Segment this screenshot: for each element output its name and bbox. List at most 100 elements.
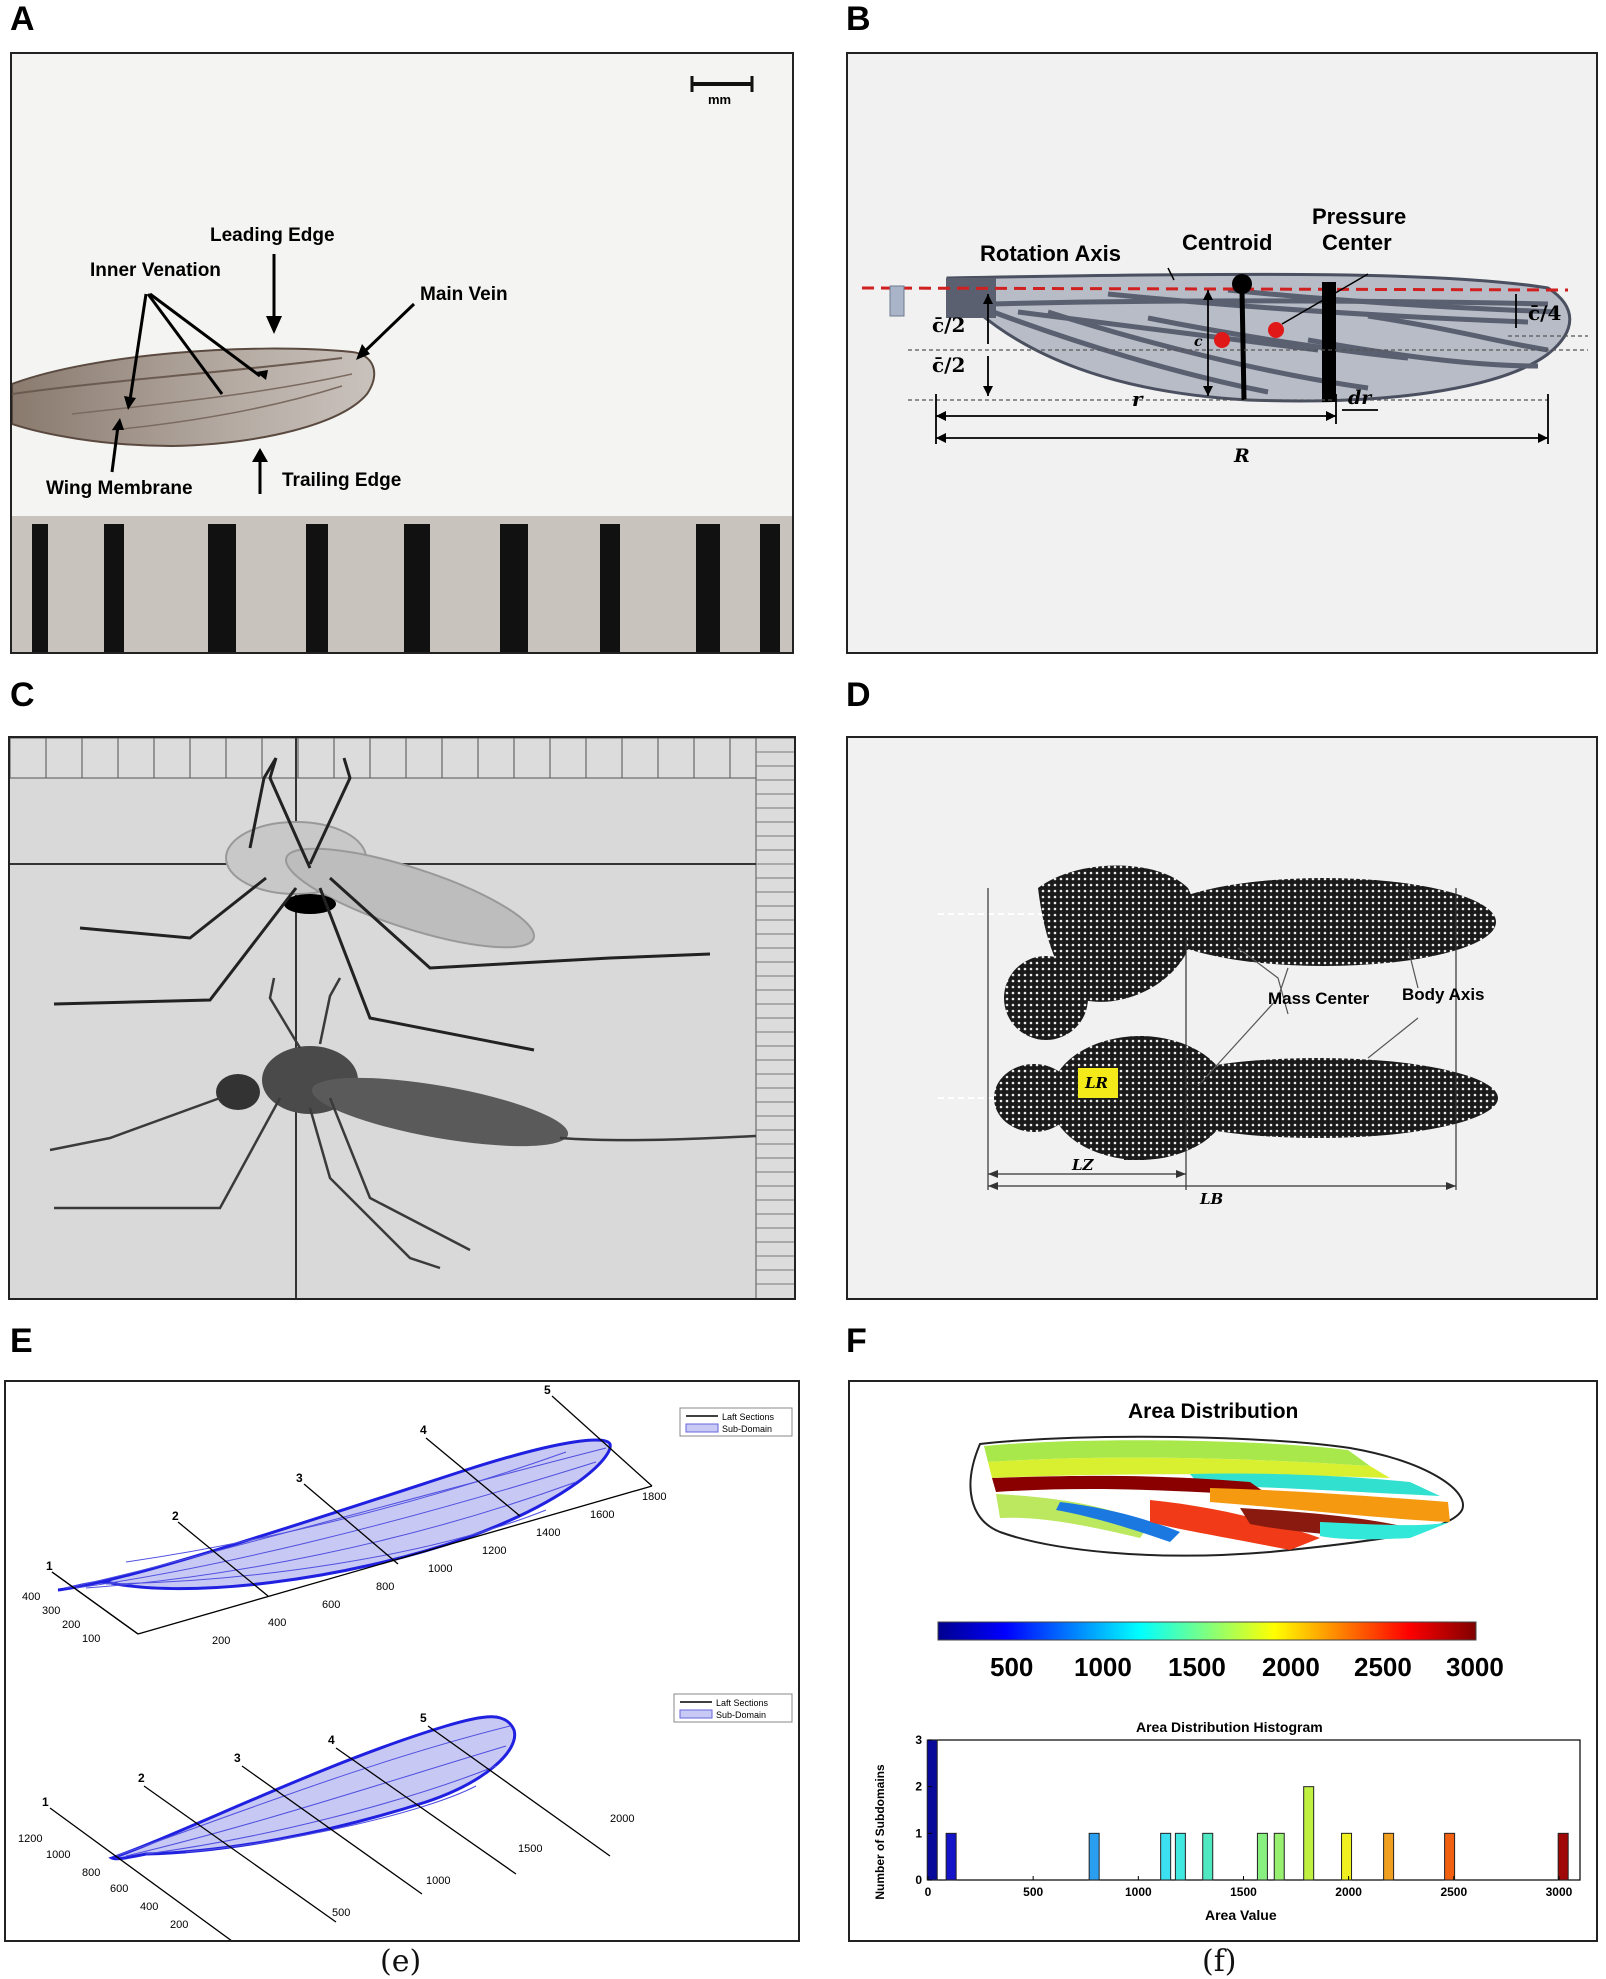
caption-e: (e) [380, 1944, 422, 1979]
histogram-ylabel: Number of Subdomains [873, 1764, 887, 1900]
panel-f-area-distribution: Area Distribution [848, 1380, 1598, 1942]
trailing-edge-label: Trailing Edge [282, 470, 401, 491]
histogram-bar-9 [1341, 1832, 1353, 1881]
top-section-4: 4 [420, 1423, 427, 1437]
histogram-bar-2 [1088, 1832, 1100, 1881]
loft-section-plots: Laft Sections Sub-Domain 1 2 3 [18, 1383, 793, 1940]
panel-letter-f: F [846, 1322, 867, 1360]
histogram-xlabel: Area Value [1205, 1907, 1277, 1923]
centroid-label: Centroid [1182, 230, 1272, 255]
c-quarter-label: c̄/4 [1528, 301, 1561, 325]
histogram-frame [927, 1739, 1581, 1881]
top-ytick-100: 100 [82, 1633, 100, 1645]
bottom-ytick-200: 200 [170, 1919, 188, 1931]
panel-c-mosquito [8, 736, 796, 1300]
top-xtick-1200: 1200 [482, 1545, 506, 1557]
top-ytick-400: 400 [22, 1591, 40, 1603]
histogram-ytick-3: 3 [915, 1733, 922, 1747]
top-ytick-200: 200 [62, 1619, 80, 1631]
histogram-ytick-2: 2 [915, 1780, 922, 1794]
wing-membrane-label: Wing Membrane [46, 478, 193, 499]
bottom-ytick-600: 600 [110, 1883, 128, 1895]
histogram-bar-4 [1174, 1832, 1186, 1881]
top-xtick-800: 800 [376, 1581, 394, 1593]
inner-venation-label: Inner Venation [90, 260, 221, 281]
area-distribution-figure: Area Distribution [873, 1400, 1581, 1923]
colorbar-tick-2500: 2500 [1354, 1652, 1412, 1682]
bottom-ytick-800: 800 [82, 1867, 100, 1879]
histogram-xtick-1000: 1000 [1125, 1885, 1152, 1899]
histogram-bar-10 [1383, 1832, 1395, 1881]
mosquito-illustration [10, 738, 794, 1298]
area-colored-wing [969, 1435, 1464, 1557]
panel-e-loft-sections: Laft Sections Sub-Domain 1 2 3 [4, 1380, 800, 1942]
panel-letter-a: A [10, 0, 35, 38]
bottom-section-5: 5 [420, 1711, 427, 1725]
histogram-bar-5 [1202, 1832, 1214, 1881]
histogram-xtick-2500: 2500 [1440, 1885, 1467, 1899]
bottom-section-4: 4 [328, 1733, 335, 1747]
panel-letter-d: D [846, 676, 871, 714]
bottom-ytick-1200: 1200 [18, 1833, 42, 1845]
wing-geometry-diagram: Rotation Axis Centroid Pressure Center c… [861, 204, 1588, 467]
histogram-xtick-0: 0 [925, 1885, 932, 1899]
pressure-center-label-1: Pressure [1312, 204, 1406, 229]
colorbar-tick-1000: 1000 [1074, 1652, 1132, 1682]
top-legend-line: Laft Sections [722, 1412, 775, 1422]
top-section-3: 3 [296, 1471, 303, 1485]
top-legend-patch: Sub-Domain [722, 1424, 772, 1434]
histogram-xtick-500: 500 [1023, 1885, 1043, 1899]
bottom-xtick-1500: 1500 [518, 1843, 542, 1855]
histogram-ytick-1: 1 [915, 1826, 922, 1840]
top-section-2: 2 [172, 1509, 179, 1523]
bottom-legend-patch: Sub-Domain [716, 1710, 766, 1720]
lz-label: LZ [1071, 1156, 1095, 1174]
top-section-1: 1 [46, 1559, 53, 1573]
histogram-title: Area Distribution Histogram [1136, 1719, 1323, 1735]
bottom-section-2: 2 [138, 1771, 145, 1785]
top-section-5: 5 [544, 1383, 551, 1397]
bottom-ytick-1000: 1000 [46, 1849, 70, 1861]
panel-b-wing-geometry: Rotation Axis Centroid Pressure Center c… [846, 52, 1598, 654]
panel-a-photo: mm Leading Edge Inner Venation Main Vein… [10, 52, 794, 654]
bottom-legend-line: Laft Sections [716, 1698, 769, 1708]
body-model-diagram: LR Mass Center Body Axis LZ LB [938, 865, 1498, 1208]
top-xtick-1600: 1600 [590, 1509, 614, 1521]
top-ytick-300: 300 [42, 1605, 60, 1617]
histogram-bar-6 [1256, 1832, 1268, 1881]
histogram-bar-0 [926, 1739, 938, 1881]
pressure-center-label-2: Center [1322, 230, 1392, 255]
caption-f: (f) [1202, 1944, 1237, 1979]
radius-big-r-label: R [1233, 445, 1250, 467]
panel-letter-e: E [10, 1322, 33, 1360]
main-vein-label: Main Vein [420, 284, 508, 305]
leading-edge-label: Leading Edge [210, 225, 335, 246]
area-distribution-title: Area Distribution [1128, 1400, 1298, 1423]
mass-center-label: Mass Center [1268, 989, 1369, 1008]
body-axis-label: Body Axis [1402, 985, 1485, 1004]
top-xtick-1800: 1800 [642, 1491, 666, 1503]
colorbar-tick-3000: 3000 [1446, 1652, 1504, 1682]
histogram-ytick-0: 0 [915, 1873, 922, 1887]
histogram-xtick-2000: 2000 [1335, 1885, 1362, 1899]
colorbar-tick-2000: 2000 [1262, 1652, 1320, 1682]
ruler-ticks [32, 524, 780, 652]
histogram-bar-12 [1557, 1832, 1569, 1881]
colorbar [937, 1621, 1477, 1641]
top-xtick-400: 400 [268, 1617, 286, 1629]
top-xtick-1400: 1400 [536, 1527, 560, 1539]
wing-photo-illustration: mm Leading Edge Inner Venation Main Vein… [12, 54, 792, 652]
colorbar-tick-1500: 1500 [1168, 1652, 1226, 1682]
top-xtick-600: 600 [322, 1599, 340, 1611]
histogram-bar-8 [1303, 1786, 1315, 1881]
colorbar-tick-500: 500 [990, 1652, 1033, 1682]
rotation-axis-label: Rotation Axis [980, 241, 1121, 266]
panel-letter-b: B [846, 0, 871, 38]
top-xtick-200: 200 [212, 1635, 230, 1647]
histogram-bar-3 [1160, 1832, 1172, 1881]
histogram-bar-7 [1273, 1832, 1285, 1881]
top-xtick-1000: 1000 [428, 1563, 452, 1575]
lb-label: LB [1199, 1190, 1223, 1208]
chord-label: c [1194, 334, 1203, 350]
